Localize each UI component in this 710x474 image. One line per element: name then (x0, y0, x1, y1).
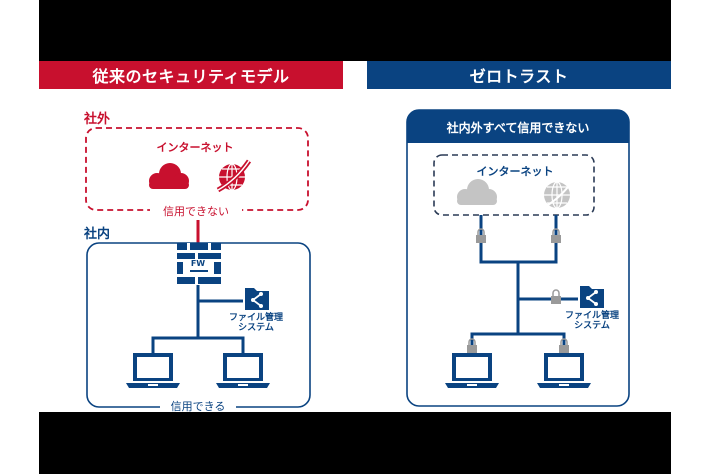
internet-label-right: インターネット (476, 165, 554, 178)
file-system-label-line2: システム (238, 323, 274, 333)
globe-icon (216, 159, 252, 193)
firewall-label: FW (190, 259, 206, 268)
outside-zone (85, 127, 309, 211)
inside-label: 社内 (84, 227, 111, 242)
cloud-icon-gray (457, 179, 497, 205)
untrusted-label: 信用できない (163, 205, 229, 218)
top-black-bar (39, 0, 671, 61)
trusted-label: 信用できる (170, 400, 226, 413)
zero-trust-banner: 社内外すべて信用できない (446, 121, 590, 135)
globe-icon-gray (542, 178, 575, 209)
firewall-icon (177, 243, 221, 285)
file-system-label: ファイル管理 システム (224, 313, 288, 333)
file-system-label-line1: ファイル管理 (228, 313, 283, 323)
file-system-label-right-line2: システム (574, 321, 610, 331)
file-system-label-right-line1: ファイル管理 (564, 311, 619, 321)
cloud-icon (149, 163, 189, 189)
outside-label: 社外 (84, 112, 111, 127)
zero-trust-header: ゼロトラスト (367, 61, 671, 89)
traditional-model-header: 従来のセキュリティモデル (39, 61, 343, 89)
internet-label: インターネット (156, 141, 234, 154)
bottom-black-bar (39, 412, 671, 474)
file-system-label-right: ファイル管理 システム (560, 311, 624, 331)
internet-zone (433, 154, 595, 216)
